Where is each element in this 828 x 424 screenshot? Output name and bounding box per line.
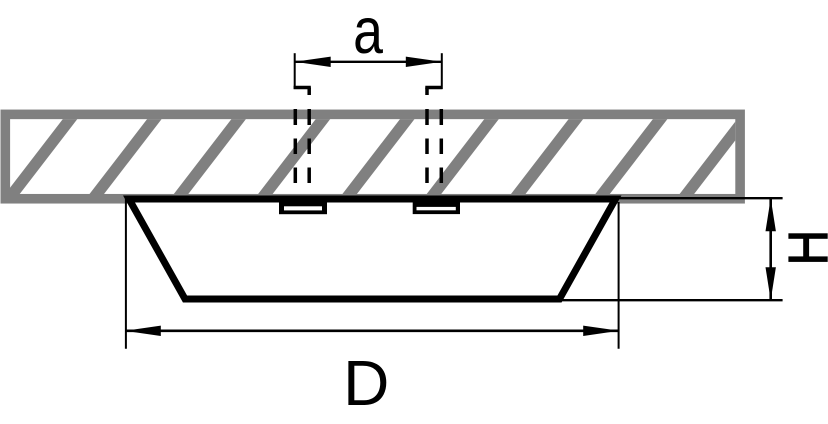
svg-text:a: a	[353, 0, 384, 67]
svg-text:D: D	[343, 347, 389, 419]
